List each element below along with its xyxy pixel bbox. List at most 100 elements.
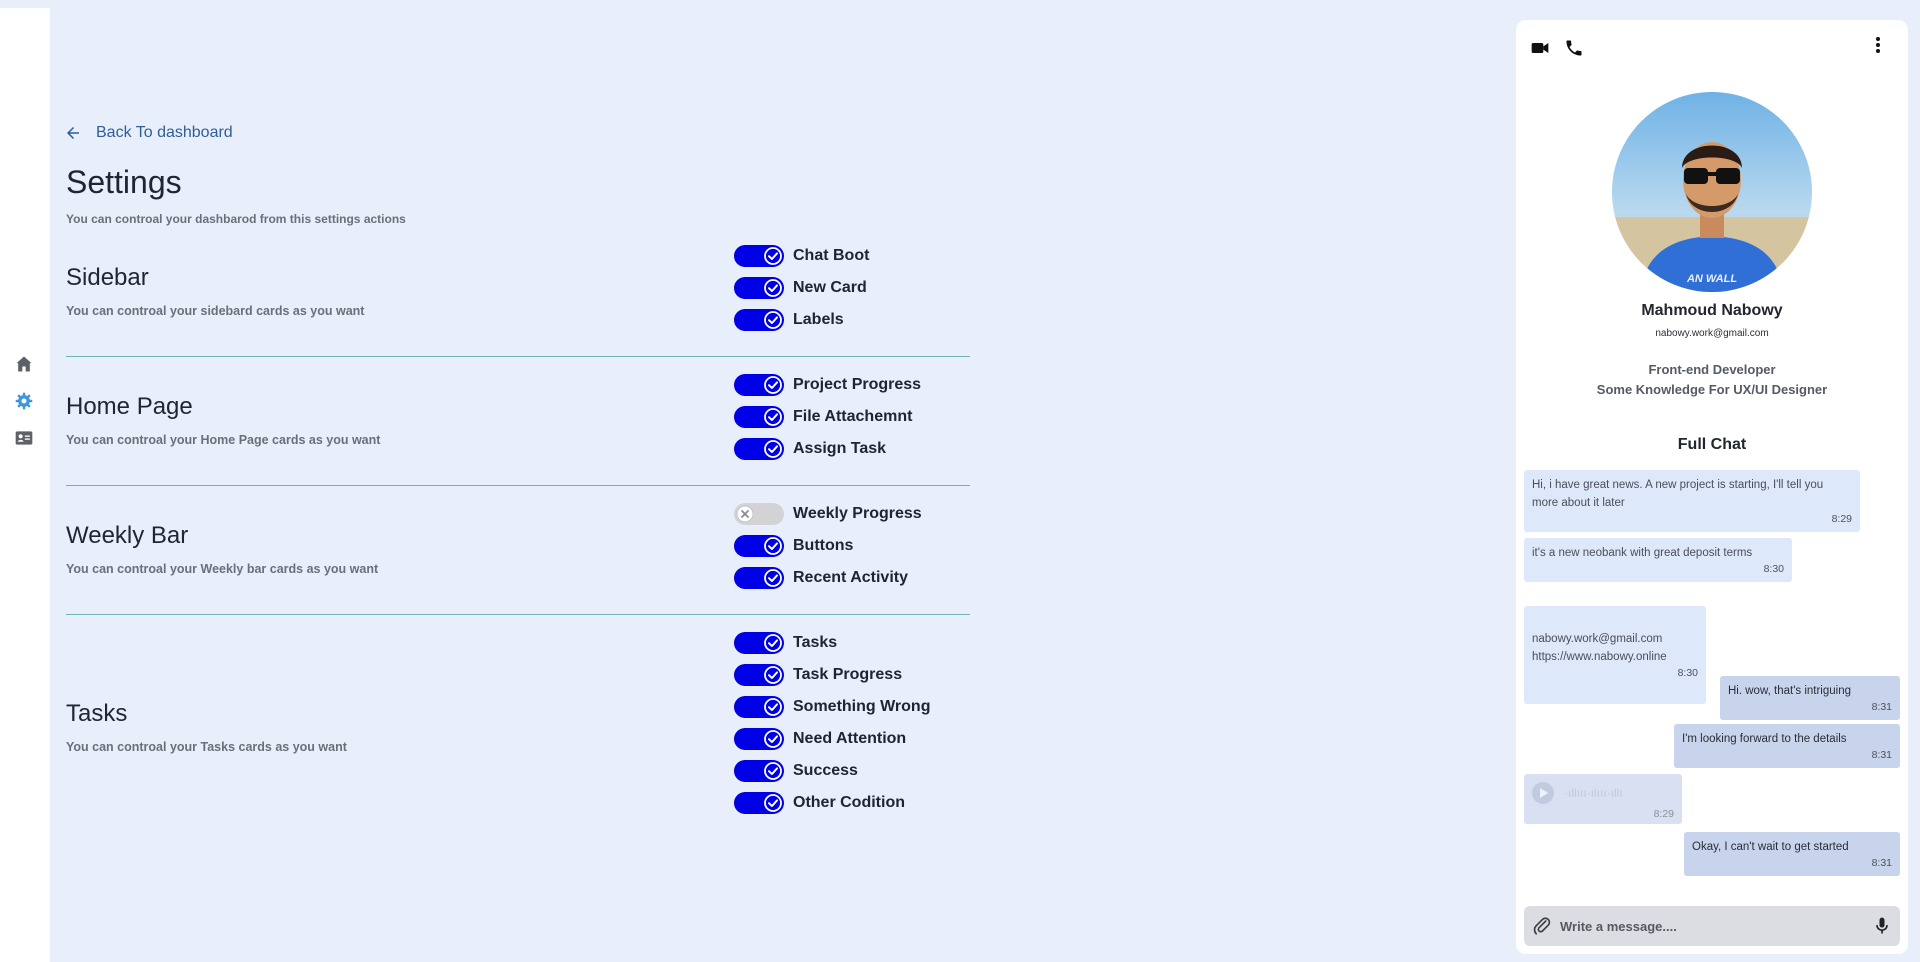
toggle-label: Chat Boot [793,247,870,264]
section-divider [66,356,970,357]
section-divider [66,614,970,615]
toggle-switch[interactable] [734,632,784,654]
chat-panel: AN WALL Mahmoud Nabowy nabowy.work@gmail… [1516,20,1908,954]
toggle-label: Success [793,762,858,779]
toggle-label: Other Codition [793,794,905,811]
toggle-recent-activity[interactable]: Recent Activity [734,567,922,589]
toggle-assign-task[interactable]: Assign Task [734,438,921,460]
sidebar-item-home[interactable] [12,352,36,376]
message-time: 8:29 [1831,513,1852,525]
profile-role: Front-end Developer Some Knowledge For U… [1516,360,1908,400]
message-composer [1524,906,1900,946]
section-title: Sidebar [66,264,149,291]
more-vertical-icon[interactable] [1868,34,1888,56]
chat-message-incoming: it's a new neobank with great deposit te… [1524,538,1792,582]
toggle-label: New Card [793,279,867,296]
toggle-switch[interactable] [734,728,784,750]
page-subtitle: You can controal your dashbarod from thi… [66,212,406,226]
message-text: it's a new neobank with great deposit te… [1532,547,1753,559]
profile-email: nabowy.work@gmail.com [1655,328,1769,339]
paperclip-icon[interactable] [1532,916,1552,936]
message-text: Hi, i have great news. A new project is … [1532,479,1824,509]
toggle-label: Assign Task [793,440,887,457]
toggle-group: Project Progress File Attachemnt Assign … [734,374,921,470]
x-icon [736,505,754,523]
toggle-switch[interactable] [734,503,784,525]
toggle-switch[interactable] [734,406,784,428]
toggle-task-progress[interactable]: Task Progress [734,664,930,686]
toggle-weekly-progress[interactable]: Weekly Progress [734,503,922,525]
chat-message-outgoing: Okay, I can't wait to get started 8:31 [1684,832,1900,876]
check-icon [764,730,782,748]
toggle-label: File Attachemnt [793,408,913,425]
check-icon [764,440,782,458]
toggle-group: Tasks Task Progress Something Wrong Need… [734,632,930,824]
check-icon [764,794,782,812]
avatar-shirt-text: AN WALL [1686,273,1737,285]
waveform-icon: ·ıllııı·ılııı·ıllı [1564,786,1623,800]
toggle-something-wrong[interactable]: Something Wrong [734,696,930,718]
section-title: Weekly Bar [66,522,189,549]
toggle-switch[interactable] [734,535,784,557]
toggle-switch[interactable] [734,438,784,460]
toggle-switch[interactable] [734,696,784,718]
profile-role-line: Some Knowledge For UX/UI Designer [1596,382,1828,397]
microphone-icon[interactable] [1872,916,1892,936]
chat-message-incoming: Hi, i have great news. A new project is … [1524,470,1860,532]
toggle-file-attachment[interactable]: File Attachemnt [734,406,921,428]
video-camera-icon[interactable] [1530,38,1550,58]
toggle-switch[interactable] [734,664,784,686]
voice-message: ·ıllııı·ılııı·ıllı 8:29 [1524,774,1682,824]
chat-message-outgoing: Hi. wow, that's intriguing 8:31 [1720,676,1900,720]
toggle-other-condition[interactable]: Other Codition [734,792,930,814]
profile-role-line: Front-end Developer [1648,362,1776,377]
message-time: 8:31 [1871,701,1892,713]
toggle-need-attention[interactable]: Need Attention [734,728,930,750]
home-icon [16,356,32,372]
sidebar-item-contacts[interactable] [12,426,36,450]
message-input[interactable] [1560,918,1872,934]
toggle-tasks[interactable]: Tasks [734,632,930,654]
back-link-label: Back To dashboard [96,124,233,141]
toggle-chat-boot[interactable]: Chat Boot [734,245,869,267]
toggle-switch[interactable] [734,277,784,299]
toggle-switch[interactable] [734,245,784,267]
toggle-labels[interactable]: Labels [734,309,869,331]
toggle-label: Task Progress [793,666,903,683]
toggle-switch[interactable] [734,792,784,814]
check-icon [764,634,782,652]
sidebar-rail [0,8,50,962]
toggle-success[interactable]: Success [734,760,930,782]
play-icon[interactable] [1532,782,1554,804]
avatar-photo: AN WALL [1612,92,1812,292]
profile-name: Mahmoud Nabowy [1641,302,1783,319]
toggle-buttons[interactable]: Buttons [734,535,922,557]
toggle-project-progress[interactable]: Project Progress [734,374,921,396]
toggle-new-card[interactable]: New Card [734,277,869,299]
message-time: 8:31 [1871,749,1892,761]
check-icon [764,698,782,716]
check-icon [764,247,782,265]
toggle-switch[interactable] [734,374,784,396]
phone-icon[interactable] [1564,38,1584,58]
sidebar-item-settings[interactable] [12,389,36,413]
arrow-left-icon [67,127,79,139]
toggle-label: Something Wrong [793,698,931,715]
gear-icon [15,392,33,410]
check-icon [764,569,782,587]
toggle-label: Need Attention [793,730,907,747]
check-icon [764,376,782,394]
check-icon [764,762,782,780]
message-text: I'm looking forward to the details [1682,733,1847,745]
toggle-switch[interactable] [734,567,784,589]
message-time: 8:30 [1677,667,1698,679]
back-to-dashboard-link[interactable]: Back To dashboard [64,124,233,142]
message-time: 8:31 [1871,857,1892,869]
toggle-switch[interactable] [734,309,784,331]
full-chat-title: Full Chat [1677,436,1747,453]
section-title: Tasks [66,700,128,727]
avatar: AN WALL [1612,92,1812,292]
toggle-label: Tasks [793,634,838,651]
section-subtitle: You can controal your sidebard cards as … [66,304,365,318]
toggle-switch[interactable] [734,760,784,782]
